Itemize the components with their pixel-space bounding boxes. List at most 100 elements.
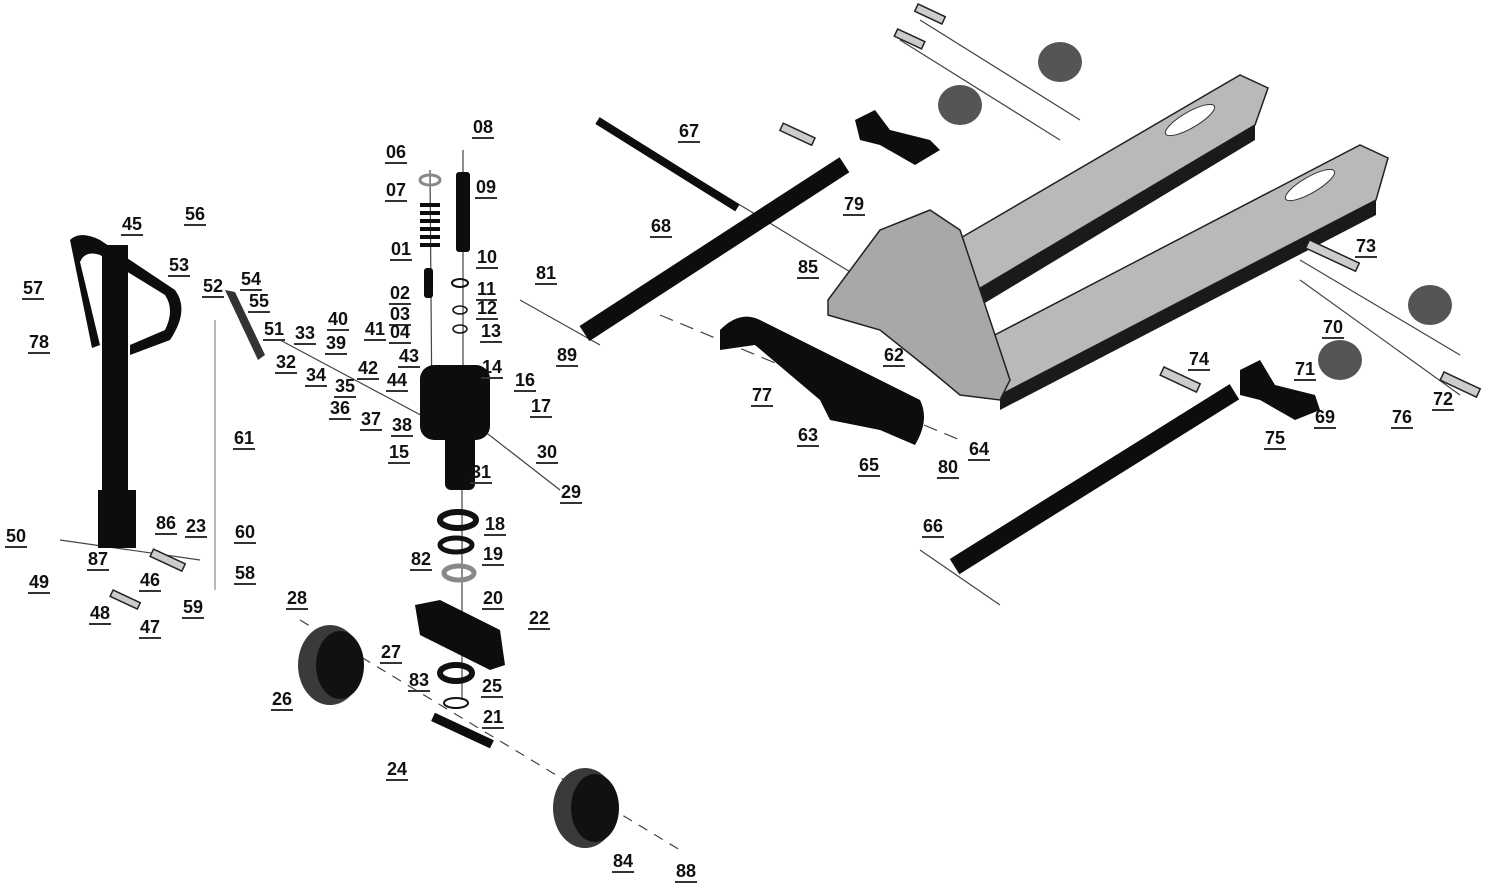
part-label-80: 80 xyxy=(937,457,960,479)
part-label-52: 52 xyxy=(202,276,225,298)
pin-79 xyxy=(778,122,817,147)
part-label-79: 79 xyxy=(843,194,866,216)
part-label-85: 85 xyxy=(797,257,820,279)
seal-82 xyxy=(437,535,475,555)
part-label-48: 48 xyxy=(89,603,112,625)
pin-74 xyxy=(1159,366,1202,394)
part-label-14: 14 xyxy=(481,357,504,379)
part-label-65: 65 xyxy=(858,455,881,477)
part-label-89: 89 xyxy=(556,345,579,367)
part-label-70: 70 xyxy=(1322,317,1345,339)
part-label-13: 13 xyxy=(480,321,503,343)
part-label-12: 12 xyxy=(476,298,499,320)
part-label-57: 57 xyxy=(22,278,45,300)
ring-12 xyxy=(452,324,468,334)
part-label-62: 62 xyxy=(883,345,906,367)
part-label-76: 76 xyxy=(1391,407,1414,429)
part-label-55: 55 xyxy=(248,291,271,313)
part-label-21: 21 xyxy=(482,707,505,729)
part-label-53: 53 xyxy=(168,255,191,277)
part-label-42: 42 xyxy=(357,358,380,380)
link-bracket-top xyxy=(855,110,940,165)
left-fork-side xyxy=(960,125,1255,318)
part-label-59: 59 xyxy=(182,597,205,619)
part-label-64: 64 xyxy=(968,439,991,461)
part-label-50: 50 xyxy=(5,526,28,548)
roller-top-1 xyxy=(1038,42,1082,82)
ring-10 xyxy=(451,278,469,288)
dark-parts xyxy=(70,110,1320,749)
part-label-18: 18 xyxy=(484,514,507,536)
frame-body xyxy=(827,209,1011,401)
part-01 xyxy=(424,268,433,298)
part-label-32: 32 xyxy=(275,352,298,374)
part-label-38: 38 xyxy=(391,415,414,437)
part-label-30: 30 xyxy=(536,442,559,464)
pins xyxy=(109,3,1482,611)
part-label-81: 81 xyxy=(535,263,558,285)
handle-base xyxy=(98,490,136,548)
part-label-37: 37 xyxy=(360,409,383,431)
pin-72 xyxy=(1439,371,1482,399)
leader-lines xyxy=(59,19,1461,851)
part-label-08: 08 xyxy=(472,117,495,139)
part-label-66: 66 xyxy=(922,516,945,538)
part-label-19: 19 xyxy=(482,544,505,566)
part-label-46: 46 xyxy=(139,570,162,592)
part-label-20: 20 xyxy=(482,588,505,610)
pin-47 xyxy=(109,589,142,611)
part-label-68: 68 xyxy=(650,216,673,238)
part-label-78: 78 xyxy=(28,332,51,354)
part-label-61: 61 xyxy=(233,428,256,450)
lever-63 xyxy=(720,316,924,445)
part-label-02: 02 xyxy=(389,283,412,305)
part-label-49: 49 xyxy=(28,572,51,594)
fork-frame xyxy=(827,74,1389,410)
push-rod-66 xyxy=(949,384,1240,575)
part-label-75: 75 xyxy=(1264,428,1287,450)
pin-top-1 xyxy=(913,3,947,25)
part-label-44: 44 xyxy=(386,370,409,392)
part-label-83: 83 xyxy=(408,670,431,692)
part-label-07: 07 xyxy=(385,180,408,202)
wheels xyxy=(298,42,1452,848)
pin-top-2 xyxy=(893,27,926,50)
part-label-35: 35 xyxy=(334,376,357,398)
part-label-01: 01 xyxy=(390,239,413,261)
part-label-34: 34 xyxy=(305,365,328,387)
axle-21 xyxy=(431,712,494,749)
part-label-43: 43 xyxy=(398,346,421,368)
part-label-09: 09 xyxy=(475,177,498,199)
part-label-88: 88 xyxy=(675,861,698,883)
part-label-39: 39 xyxy=(325,333,348,355)
part-label-23: 23 xyxy=(185,516,208,538)
pump-rod-09 xyxy=(456,172,470,252)
part-label-36: 36 xyxy=(329,398,352,420)
wheel-rear-face xyxy=(571,774,619,842)
part-label-28: 28 xyxy=(286,588,309,610)
handle-shaft xyxy=(102,245,128,535)
roller-top-2 xyxy=(938,85,982,125)
part-label-11: 11 xyxy=(476,279,498,301)
part-label-54: 54 xyxy=(240,269,263,291)
pin-46 xyxy=(149,548,187,573)
part-label-25: 25 xyxy=(481,676,504,698)
part-label-51: 51 xyxy=(263,319,286,341)
part-label-26: 26 xyxy=(271,689,294,711)
part-label-86: 86 xyxy=(155,513,178,535)
pin-73 xyxy=(1304,238,1361,273)
part-label-45: 45 xyxy=(121,214,144,236)
part-label-67: 67 xyxy=(678,121,701,143)
fork-slot-right xyxy=(1284,168,1336,202)
part-label-77: 77 xyxy=(751,385,774,407)
part-label-41: 41 xyxy=(364,319,387,341)
part-label-60: 60 xyxy=(234,522,257,544)
part-label-33: 33 xyxy=(294,323,317,345)
part-label-31: 31 xyxy=(470,462,493,484)
part-label-24: 24 xyxy=(386,759,409,781)
roller-71 xyxy=(1318,340,1362,380)
part-label-82: 82 xyxy=(410,549,433,571)
rod-67 xyxy=(595,117,740,212)
seal-83 xyxy=(437,662,475,684)
